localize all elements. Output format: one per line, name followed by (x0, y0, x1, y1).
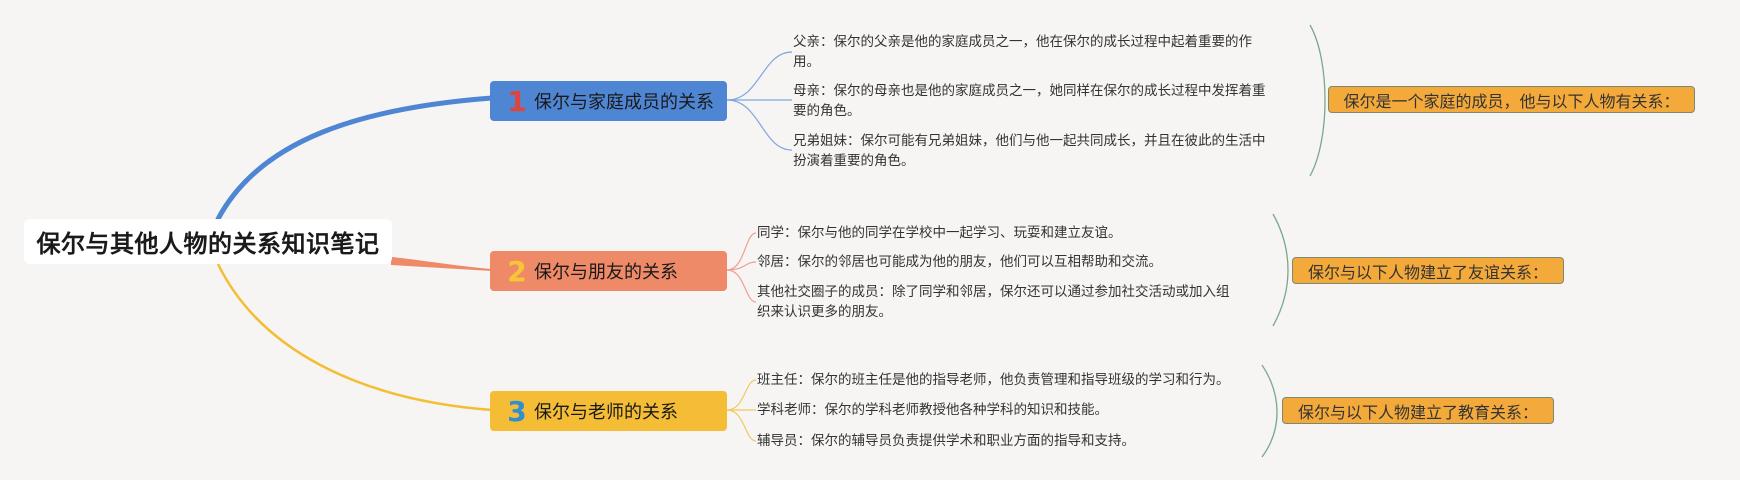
branch-title: 保尔与家庭成员的关系 (534, 92, 714, 113)
leaf-text-line: 学科老师：保尔的学科老师教授他各种学科的知识和技能。 (757, 402, 1108, 418)
leaf-text-line: 母亲：保尔的母亲也是他的家庭成员之一，她同样在保尔的成长过程中发挥着重 (793, 83, 1266, 99)
leaf-connectors-3 (726, 379, 757, 442)
leaf-siblings[interactable]: 兄弟姐妹：保尔可能有兄弟姐妹，他们与他一起共同成长，并且在彼此的生活中 扮演着重… (793, 131, 1266, 171)
leaf-mother[interactable]: 母亲：保尔的母亲也是他的家庭成员之一，她同样在保尔的成长过程中发挥着重 要的角色… (793, 81, 1266, 121)
leaf-classmates[interactable]: 同学：保尔与他的同学在学校中一起学习、玩耍和建立友谊。 (757, 223, 1122, 243)
connector-root-branch-1 (215, 95, 495, 222)
summary-friends[interactable]: 保尔与以下人物建立了友谊关系： (1292, 257, 1564, 284)
leaf-connectors-2 (726, 232, 757, 303)
summary-family[interactable]: 保尔是一个家庭的成员，他与以下人物有关系： (1328, 86, 1695, 113)
leaf-text-line: 扮演着重要的角色。 (793, 153, 915, 169)
leaf-text-line: 班主任：保尔的班主任是他的指导老师，他负责管理和指导班级的学习和行为。 (757, 372, 1230, 388)
leaf-counselor[interactable]: 辅导员：保尔的辅导员负责提供学术和职业方面的指导和支持。 (757, 431, 1135, 451)
leaf-text-line: 辅导员：保尔的辅导员负责提供学术和职业方面的指导和支持。 (757, 433, 1135, 449)
leaf-connectors-1 (726, 51, 793, 151)
summary-teachers[interactable]: 保尔与以下人物建立了教育关系： (1282, 397, 1554, 424)
leaf-text-line: 兄弟姐妹：保尔可能有兄弟姐妹，他们与他一起共同成长，并且在彼此的生活中 (793, 133, 1266, 149)
leaf-text-line: 邻居：保尔的邻居也可能成为他的朋友，他们可以互相帮助和交流。 (757, 254, 1162, 270)
branch-number-badge: 2 (507, 254, 527, 288)
leaf-text-line: 织来认识更多的朋友。 (757, 304, 892, 320)
leaf-head-teacher[interactable]: 班主任：保尔的班主任是他的指导老师，他负责管理和指导班级的学习和行为。 (757, 370, 1230, 390)
branch-teachers[interactable]: 3 保尔与老师的关系 (490, 391, 727, 431)
branch-title: 保尔与老师的关系 (534, 402, 678, 423)
connector-root-branch-3 (216, 263, 493, 412)
branch-number-badge: 1 (507, 84, 527, 118)
summary-text: 保尔是一个家庭的成员，他与以下人物有关系： (1343, 91, 1680, 111)
summary-text: 保尔与以下人物建立了友谊关系： (1307, 262, 1548, 282)
branch-number-badge: 3 (507, 394, 527, 428)
leaf-text-line: 用。 (793, 54, 820, 70)
leaf-text-line: 同学：保尔与他的同学在学校中一起学习、玩耍和建立友谊。 (757, 225, 1122, 241)
connector-root-branch-2 (391, 256, 493, 271)
leaf-text-line: 父亲：保尔的父亲是他的家庭成员之一，他在保尔的成长过程中起着重要的作 (793, 34, 1252, 50)
root-topic[interactable]: 保尔与其他人物的关系知识笔记 (24, 219, 392, 264)
leaf-social-circle[interactable]: 其他社交圈子的成员：除了同学和邻居，保尔还可以通过参加社交活动或加入组 织来认识… (757, 282, 1230, 322)
leaf-text-line: 其他社交圈子的成员：除了同学和邻居，保尔还可以通过参加社交活动或加入组 (757, 284, 1230, 300)
branch-friends[interactable]: 2 保尔与朋友的关系 (490, 251, 727, 291)
summary-bracket-1 (1309, 24, 1326, 177)
leaf-text-line: 要的角色。 (793, 103, 861, 119)
leaf-subject-teacher[interactable]: 学科老师：保尔的学科老师教授他各种学科的知识和技能。 (757, 400, 1108, 420)
leaf-neighbors[interactable]: 邻居：保尔的邻居也可能成为他的朋友，他们可以互相帮助和交流。 (757, 252, 1162, 272)
summary-text: 保尔与以下人物建立了教育关系： (1297, 402, 1538, 422)
root-topic-title: 保尔与其他人物的关系知识笔记 (36, 230, 380, 258)
summary-bracket-2 (1272, 213, 1289, 327)
branch-title: 保尔与朋友的关系 (534, 262, 678, 283)
leaf-father[interactable]: 父亲：保尔的父亲是他的家庭成员之一，他在保尔的成长过程中起着重要的作 用。 (793, 32, 1252, 72)
branch-family[interactable]: 1 保尔与家庭成员的关系 (490, 81, 727, 121)
summary-bracket-3 (1261, 364, 1278, 458)
